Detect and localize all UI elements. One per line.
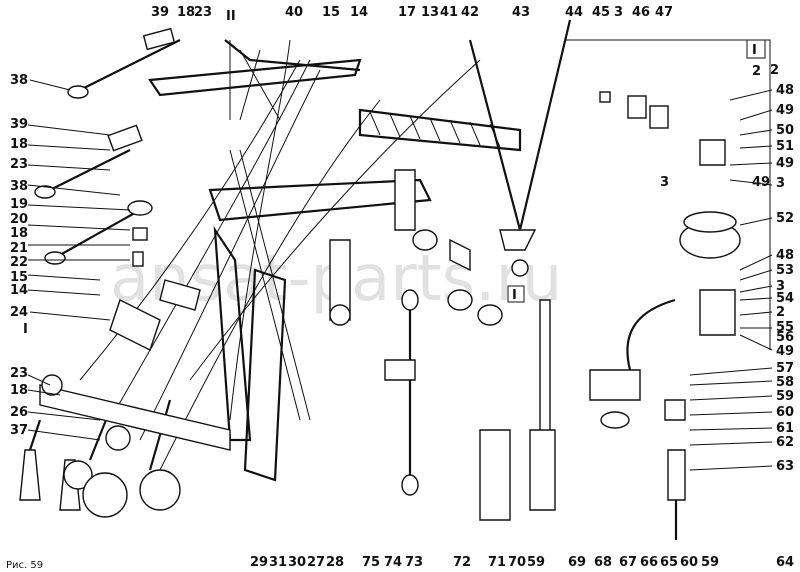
callout-label: 31 <box>269 555 287 570</box>
callout-label: 15 <box>10 270 28 285</box>
callout-label: 49 <box>752 175 770 190</box>
callout-label: 50 <box>776 123 794 138</box>
callout-label: 75 <box>362 555 380 570</box>
callout-label: 72 <box>453 555 471 570</box>
boom-structure <box>148 39 522 482</box>
callout-label: 18 <box>10 137 28 152</box>
center-parts <box>329 19 572 521</box>
callout-label: 2 <box>770 63 779 78</box>
callout-label: 38 <box>10 73 28 88</box>
callout-label: 2 <box>776 305 785 320</box>
callout-label: 18 <box>10 383 28 398</box>
callout-label: 70 <box>508 555 526 570</box>
callout-label: 58 <box>776 375 794 390</box>
callout-label: 48 <box>776 83 794 98</box>
callout-label: 30 <box>288 555 306 570</box>
callout-label: 24 <box>10 305 28 320</box>
callout-label: 3 <box>776 176 785 191</box>
callout-label: 41 <box>440 5 458 20</box>
callout-label: 3 <box>660 175 669 190</box>
callout-label: 26 <box>10 405 28 420</box>
callout-label: 55 <box>776 320 794 335</box>
callout-label: 22 <box>10 255 28 270</box>
callout-labels: 39 18 23 40 15 14 17 13 41 42 43 44 45 3… <box>10 5 794 570</box>
callout-label: 19 <box>10 197 28 212</box>
callout-label: 73 <box>405 555 423 570</box>
callout-label: 66 <box>640 555 658 570</box>
callout-label: 40 <box>285 5 303 20</box>
callout-label: 59 <box>527 555 545 570</box>
section-mark-right: I <box>752 43 757 58</box>
callout-label: 28 <box>326 555 344 570</box>
callout-label: 27 <box>307 555 325 570</box>
callout-label: 3 <box>614 5 623 20</box>
callout-label: 48 <box>776 248 794 263</box>
section-mark-left: I <box>23 322 28 337</box>
callout-label: 60 <box>680 555 698 570</box>
figure-caption: Рис. 59 <box>6 560 43 571</box>
callout-label: 23 <box>10 157 28 172</box>
callout-label: 60 <box>776 405 794 420</box>
callout-label: 38 <box>10 179 28 194</box>
callout-label: 23 <box>194 5 212 20</box>
callout-label: 53 <box>776 263 794 278</box>
callout-label: 68 <box>594 555 612 570</box>
callout-label: 23 <box>10 366 28 381</box>
callout-label: 18 <box>10 226 28 241</box>
callout-label: 49 <box>776 103 794 118</box>
control-cables <box>79 39 481 471</box>
callout-label: 39 <box>10 117 28 132</box>
callout-label: 74 <box>384 555 402 570</box>
callout-label: 62 <box>776 435 794 450</box>
callout-label: 52 <box>776 211 794 226</box>
callout-label: 45 <box>592 5 610 20</box>
callout-label: 20 <box>10 212 28 227</box>
section-mark-mid: I <box>512 288 517 303</box>
callout-label: 49 <box>776 156 794 171</box>
callout-label: 14 <box>350 5 368 20</box>
callout-label: 15 <box>322 5 340 20</box>
callout-label: 59 <box>701 555 719 570</box>
callout-label: 47 <box>655 5 673 20</box>
callout-label: 17 <box>398 5 416 20</box>
section-mark-top: II <box>226 9 236 24</box>
callout-label: 71 <box>488 555 506 570</box>
callout-label: 59 <box>776 389 794 404</box>
tie-rods-left <box>34 27 181 267</box>
callout-label: 44 <box>565 5 583 20</box>
callout-label: 61 <box>776 421 794 436</box>
callout-label: 18 <box>177 5 195 20</box>
leader-lines <box>27 79 773 471</box>
callout-label: 56 <box>776 330 794 345</box>
callout-label: 39 <box>151 5 169 20</box>
callout-label: 64 <box>776 555 794 570</box>
callout-label: 13 <box>421 5 439 20</box>
callout-label: 67 <box>619 555 637 570</box>
callout-label: 14 <box>10 283 28 298</box>
callout-label: 42 <box>461 5 479 20</box>
callout-label: 2 <box>752 64 761 79</box>
callout-label: 29 <box>250 555 268 570</box>
callout-label: 49 <box>776 344 794 359</box>
callout-label: 54 <box>776 291 794 306</box>
callout-label: 63 <box>776 459 794 474</box>
callout-label: 3 <box>776 279 785 294</box>
callout-label: 69 <box>568 555 586 570</box>
callout-label: 43 <box>512 5 530 20</box>
callout-label: 57 <box>776 361 794 376</box>
control-levers <box>19 279 231 518</box>
callout-label: 21 <box>10 241 28 256</box>
callout-label: 51 <box>776 139 794 154</box>
callout-label: 65 <box>660 555 678 570</box>
callout-label: 37 <box>10 423 28 438</box>
right-parts <box>565 39 771 540</box>
callout-label: 46 <box>632 5 650 20</box>
